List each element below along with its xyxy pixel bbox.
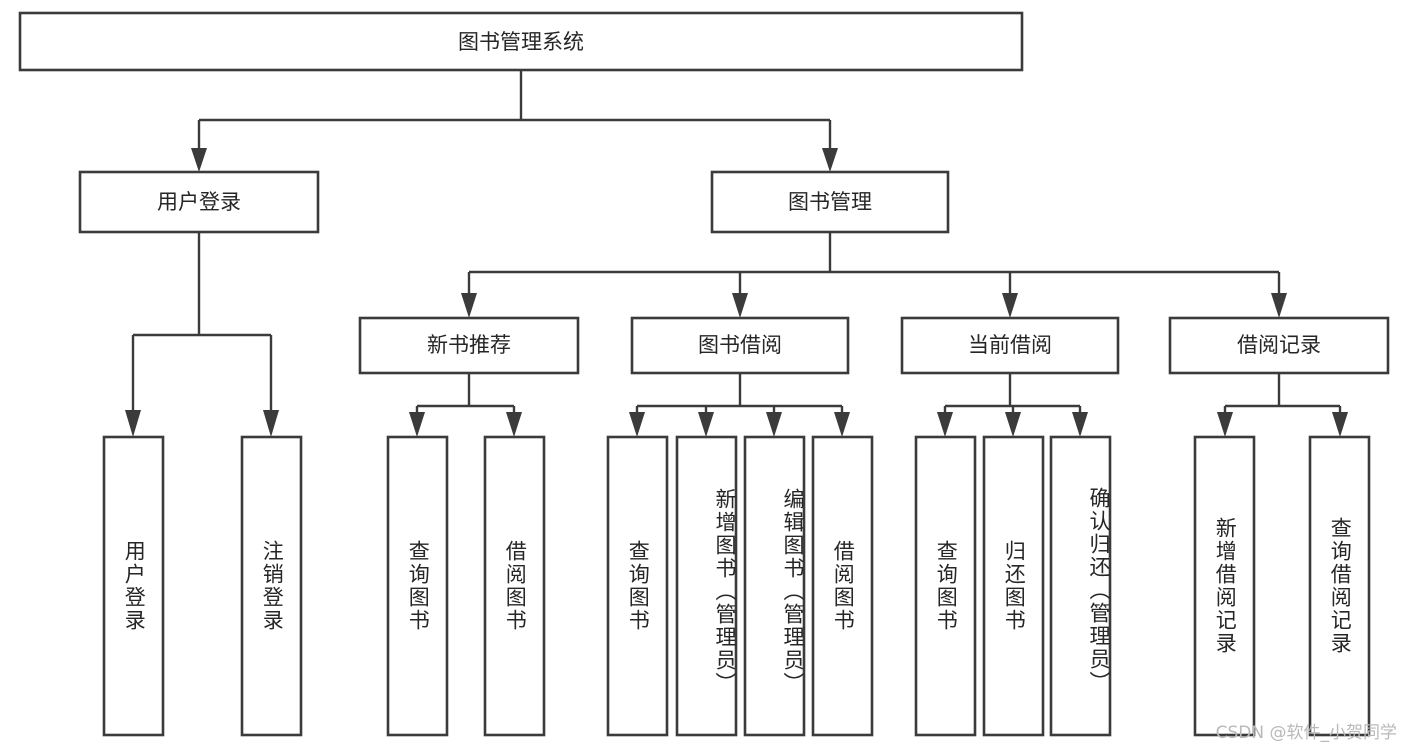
arrow-head-user-login [191, 148, 207, 172]
node-box-leaf-newbook-borrow[interactable] [483, 435, 546, 737]
node-current-borrow[interactable]: 当前借阅 [900, 316, 1120, 375]
node-book-borrow[interactable]: 图书借阅 [630, 316, 850, 375]
node-box-leaf-user-login[interactable] [102, 435, 165, 737]
node-box-book-borrow[interactable] [630, 316, 850, 375]
connector-group-book-manage [461, 232, 1287, 318]
node-box-leaf-logout[interactable] [240, 435, 303, 737]
node-box-book-management[interactable] [710, 170, 950, 234]
node-box-leaf-currentborrow-return[interactable] [982, 435, 1045, 737]
node-box-leaf-bookborrow-borrow[interactable] [811, 435, 874, 737]
arrow-head-newbook-leaf-2 [506, 412, 522, 437]
node-label-new-book-recommend: 新书推荐 [427, 333, 511, 357]
node-box-leaf-bookborrow-query[interactable] [606, 435, 669, 737]
arrow-head-bookborrow-leaf-3 [766, 412, 782, 437]
node-label-borrow-record: 借阅记录 [1237, 333, 1321, 357]
node-new-book-recommend[interactable]: 新书推荐 [358, 316, 580, 375]
connector-group-current-borrow [937, 373, 1088, 437]
arrow-head-book-manage [822, 148, 838, 172]
arrow-head-newbook-leaf-1 [409, 412, 425, 437]
connector-group-book-borrow [629, 373, 850, 437]
node-label-book-borrow: 图书借阅 [698, 333, 782, 357]
connector-group-new-book-recommend [409, 373, 522, 437]
arrow-head-current-borrow [1002, 293, 1018, 318]
node-user-login[interactable]: 用户登录 [78, 170, 320, 234]
arrow-head-bookborrow-leaf-1 [629, 412, 645, 437]
connector-group-root [191, 70, 838, 172]
arrow-head-currentborrow-leaf-1 [937, 412, 953, 437]
node-box-leaf-borrowrecord-query[interactable] [1308, 435, 1371, 737]
node-label-book-management: 图书管理 [788, 190, 872, 214]
arrow-head-borrowrecord-leaf-1 [1217, 412, 1233, 437]
csdn-watermark: CSDN @软件_小贺同学 [1215, 723, 1397, 743]
node-box-new-book-recommend[interactable] [358, 316, 580, 375]
node-box-leaf-currentborrow-confirm[interactable] [1049, 435, 1112, 737]
arrow-head-borrowrecord-leaf-2 [1332, 412, 1348, 437]
node-box-current-borrow[interactable] [900, 316, 1120, 375]
node-box-root[interactable] [18, 11, 1024, 72]
node-box-leaf-bookborrow-edit[interactable] [743, 435, 806, 737]
node-box-leaf-borrowrecord-add[interactable] [1193, 435, 1256, 737]
arrow-head-new-book-recommend [461, 293, 477, 318]
node-label-root: 图书管理系统 [458, 30, 584, 54]
node-borrow-record[interactable]: 借阅记录 [1168, 316, 1390, 375]
node-box-leaf-bookborrow-add[interactable] [675, 435, 738, 737]
node-box-leaf-newbook-query[interactable] [386, 435, 449, 737]
node-box-user-login[interactable] [78, 170, 320, 234]
arrow-head-leaf-user-login [125, 410, 141, 437]
arrow-head-book-borrow [732, 293, 748, 318]
node-book-management[interactable]: 图书管理 [710, 170, 950, 234]
arrow-head-leaf-logout [263, 410, 279, 437]
arrow-head-borrow-record [1271, 293, 1287, 318]
node-label-user-login: 用户登录 [157, 190, 241, 214]
arrow-head-currentborrow-leaf-2 [1005, 412, 1021, 437]
node-box-borrow-record[interactable] [1168, 316, 1390, 375]
arrow-head-currentborrow-leaf-3 [1072, 412, 1088, 437]
node-root-book-management-system[interactable]: 图书管理系统 [18, 11, 1024, 72]
node-label-current-borrow: 当前借阅 [968, 333, 1052, 357]
node-box-leaf-currentborrow-query[interactable] [914, 435, 977, 737]
arrow-head-bookborrow-leaf-2 [698, 412, 714, 437]
arrow-head-bookborrow-leaf-4 [834, 412, 850, 437]
connector-group-user-login [125, 232, 279, 437]
connector-group-borrow-record [1217, 373, 1348, 437]
